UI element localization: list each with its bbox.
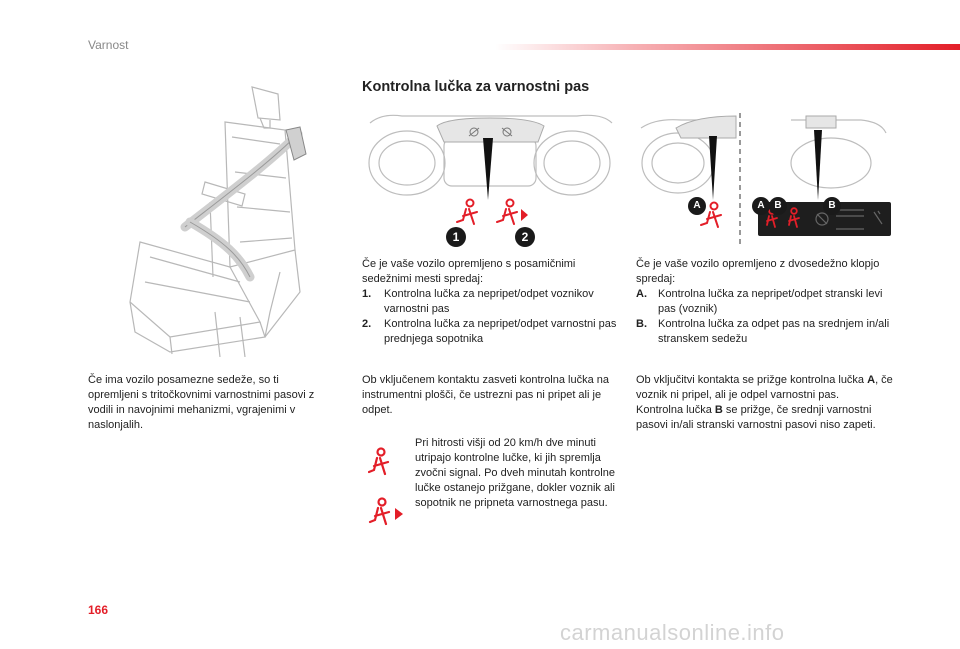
seat-illustration <box>110 82 320 357</box>
list-item: 2.Kontrolna lučka za nepripet/odpet varn… <box>362 318 617 345</box>
figure-label-a: A <box>688 197 706 215</box>
figure-label-b: B <box>823 197 841 215</box>
middle-ignition-paragraph: Ob vključenem kontaktu zasveti kontrolna… <box>362 374 610 416</box>
header-accent-bar <box>495 44 960 50</box>
page-heading: Kontrolna lučka za varnostni pas <box>362 79 590 95</box>
figure-label-2: 2 <box>515 227 535 247</box>
middle-intro-block: Če je vaše vozilo opremljeno s posamični… <box>362 257 618 347</box>
list-item: 1.Kontrolna lučka za nepripet/odpet vozn… <box>362 288 594 315</box>
right-ignition-paragraph: Ob vključitvi kontakta se prižge kontrol… <box>636 374 893 431</box>
figure-label-b-panel: B <box>769 197 787 215</box>
list-item: A.Kontrolna lučka za nepripet/odpet stra… <box>636 288 883 315</box>
seatbelt-icon <box>456 198 478 225</box>
speed-warning-paragraph: Pri hitrosti višji od 20 km/h dve minuti… <box>415 437 615 509</box>
seatbelt-icon <box>788 207 800 228</box>
right-intro-block: Če je vaše vozilo opremljeno z dvosedežn… <box>636 257 894 347</box>
instrument-panel-figure-bench-seat <box>636 108 896 248</box>
figure-label-a-panel: A <box>752 197 770 215</box>
middle-intro: Če je vaše vozilo opremljeno s posamični… <box>362 258 576 285</box>
right-intro: Če je vaše vozilo opremljeno z dvosedežn… <box>636 258 880 285</box>
figure-label-1: 1 <box>446 227 466 247</box>
right-list: A.Kontrolna lučka za nepripet/odpet stra… <box>636 287 894 347</box>
seatbelt-flashing-icon <box>368 496 406 530</box>
watermark[interactable]: carmanualsonline.info <box>560 620 785 645</box>
seatbelt-warning-icon <box>368 447 394 477</box>
seatbelt-icon <box>700 201 722 228</box>
left-paragraph: Če ima vozilo posamezne sedeže, so ti op… <box>88 374 315 431</box>
middle-list: 1.Kontrolna lučka za nepripet/odpet vozn… <box>362 287 618 347</box>
instrument-panel-figure-single-seats <box>362 108 617 248</box>
seatbelt-icon <box>496 198 518 225</box>
page-number: 166 <box>88 603 109 617</box>
list-item: B.Kontrolna lučka za odpet pas na srednj… <box>636 318 890 345</box>
section-title: Varnost <box>88 38 129 52</box>
